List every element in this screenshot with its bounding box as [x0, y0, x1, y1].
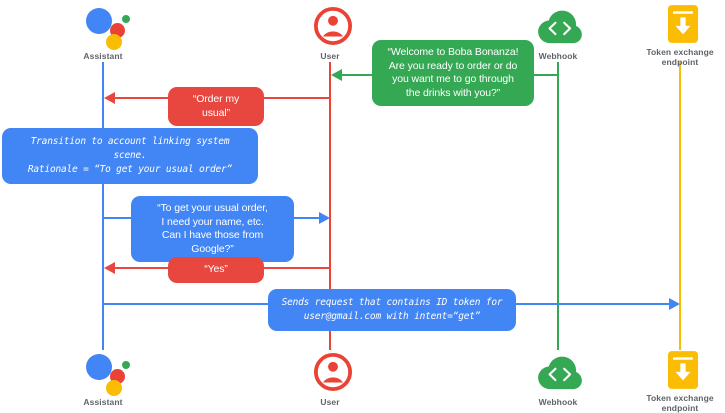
actor-label-user: User: [320, 51, 340, 61]
message-line: “To get your usual order,: [157, 202, 268, 214]
actor-webhook-top: Webhook: [498, 4, 618, 61]
actor-label-token-endpoint-line1: Token exchange: [646, 393, 714, 403]
cloud-code-icon: [538, 356, 582, 390]
message-line: Are you ready to order or do: [388, 59, 518, 72]
lifeline-webhook: [557, 62, 559, 350]
cloud-code-icon: [538, 10, 582, 44]
arrowhead-ask-for-name: [319, 212, 330, 224]
assistant-blue-dot-icon: [86, 8, 112, 34]
message-line: “Welcome to Boba Bonanza!: [387, 46, 519, 58]
lifeline-user: [329, 62, 331, 350]
note-line: Sends request that contains ID token for: [281, 297, 503, 308]
actor-label-webhook: Webhook: [538, 51, 578, 61]
message-line: “Order my usual”: [192, 93, 240, 119]
assistant-yellow-dot-icon: [106, 34, 122, 50]
download-box-icon: [667, 5, 699, 43]
actor-label-token-endpoint: Token exchange endpoint: [620, 47, 725, 67]
actor-label-assistant: Assistant: [83, 397, 123, 407]
actor-label-token-endpoint-line2: endpoint: [661, 403, 699, 413]
google-assistant-icon: [43, 350, 163, 396]
assistant-yellow-dot-icon: [106, 380, 122, 396]
arrowhead-yes: [104, 262, 115, 274]
note-transition-account-linking: Transition to account linking system sce…: [2, 128, 258, 184]
actor-token-endpoint-bottom: Token exchange endpoint: [620, 348, 725, 413]
user-avatar-icon: [314, 7, 352, 45]
download-box-icon: [667, 351, 699, 389]
message-bubble-ask-for-name: “To get your usual order, I need your na…: [131, 196, 294, 262]
message-line: Can I have those from Google?”: [161, 229, 264, 255]
assistant-green-dot-icon: [122, 361, 130, 369]
actor-assistant-bottom: Assistant: [43, 350, 163, 407]
arrowhead-order-my-usual: [104, 92, 115, 104]
message-line: I need your name, etc.: [161, 215, 264, 228]
message-bubble-welcome: “Welcome to Boba Bonanza! Are you ready …: [372, 40, 534, 106]
message-line: the drinks with you?”: [405, 86, 501, 99]
actor-assistant-top: Assistant: [43, 4, 163, 61]
actor-user-top: User: [270, 4, 390, 61]
user-avatar-icon: [314, 353, 352, 391]
note-line: user@gmail.com with intent=“get”: [303, 311, 481, 322]
actor-token-endpoint-top: Token exchange endpoint: [620, 2, 725, 67]
assistant-green-dot-icon: [122, 15, 130, 23]
google-assistant-icon: [43, 4, 163, 50]
note-line: Transition to account linking system sce…: [30, 136, 230, 161]
actor-label-assistant: Assistant: [83, 51, 123, 61]
message-line: you want me to go through: [392, 73, 514, 85]
note-sends-request: Sends request that contains ID token for…: [268, 289, 516, 331]
actor-label-token-endpoint-line1: Token exchange: [646, 47, 714, 57]
actor-webhook-bottom: Webhook: [498, 350, 618, 407]
arrowhead-welcome: [331, 69, 342, 81]
assistant-blue-dot-icon: [86, 354, 112, 380]
message-line: “Yes”: [204, 263, 228, 275]
note-line: Rationale = “To get your usual order”: [27, 164, 233, 175]
actor-label-token-endpoint: Token exchange endpoint: [620, 393, 725, 413]
message-bubble-order-my-usual: “Order my usual”: [168, 87, 264, 126]
lifeline-token-endpoint: [679, 62, 681, 350]
arrowhead-sends-request: [669, 298, 680, 310]
actor-label-token-endpoint-line2: endpoint: [661, 57, 699, 67]
lifeline-assistant: [102, 62, 104, 350]
message-bubble-yes: “Yes”: [168, 257, 264, 283]
actor-user-bottom: User: [270, 350, 390, 407]
actor-label-user: User: [320, 397, 340, 407]
actor-label-webhook: Webhook: [538, 397, 578, 407]
